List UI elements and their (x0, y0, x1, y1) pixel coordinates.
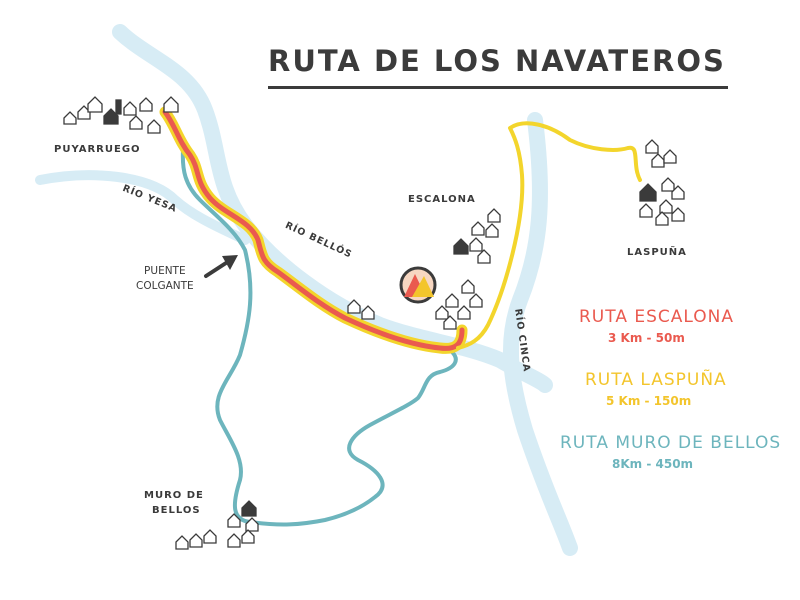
village-laspuna-icon (639, 139, 685, 226)
legend-laspuna-stats: 5 Km - 150m (606, 394, 692, 408)
title-underline (268, 86, 728, 89)
mountain-marker-icon (399, 266, 437, 304)
river-yesa-path (35, 170, 250, 245)
village-puyarruego-icon (63, 96, 179, 134)
map-title: RUTA DE LOS NAVATEROS (268, 44, 726, 78)
bridge-label: PUENTE COLGANTE (136, 264, 194, 294)
bridge-label-line2: COLGANTE (136, 280, 194, 292)
bridge-arrow-icon (204, 255, 238, 278)
route-escalona-path (162, 109, 465, 351)
town-label-laspuna: LASPUÑA (627, 247, 687, 258)
town-label-escalona: ESCALONA (408, 194, 476, 205)
route-muro-path (180, 148, 458, 527)
rivers (35, 24, 578, 556)
legend-muro-stats: 8Km - 450m (612, 457, 694, 471)
village-muro-icon (175, 500, 259, 550)
legend-muro-name: RUTA MURO DE BELLOS (560, 433, 782, 453)
town-label-puyarruego: PUYARRUEGO (54, 144, 141, 155)
village-escalona-icon (347, 208, 501, 330)
river-bellos-path (112, 24, 553, 393)
legend-escalona-stats: 3 Km - 50m (608, 331, 685, 345)
bridge-label-line1: PUENTE (144, 265, 186, 277)
river-cinca-path (502, 112, 578, 556)
town-label-muro-line2: BELLOS (152, 505, 201, 516)
legend-escalona-name: RUTA ESCALONA (579, 307, 734, 327)
legend-laspuna-name: RUTA LASPUÑA (585, 370, 727, 390)
town-label-muro-line1: MURO DE (144, 490, 204, 501)
route-laspuna-path (456, 121, 642, 350)
